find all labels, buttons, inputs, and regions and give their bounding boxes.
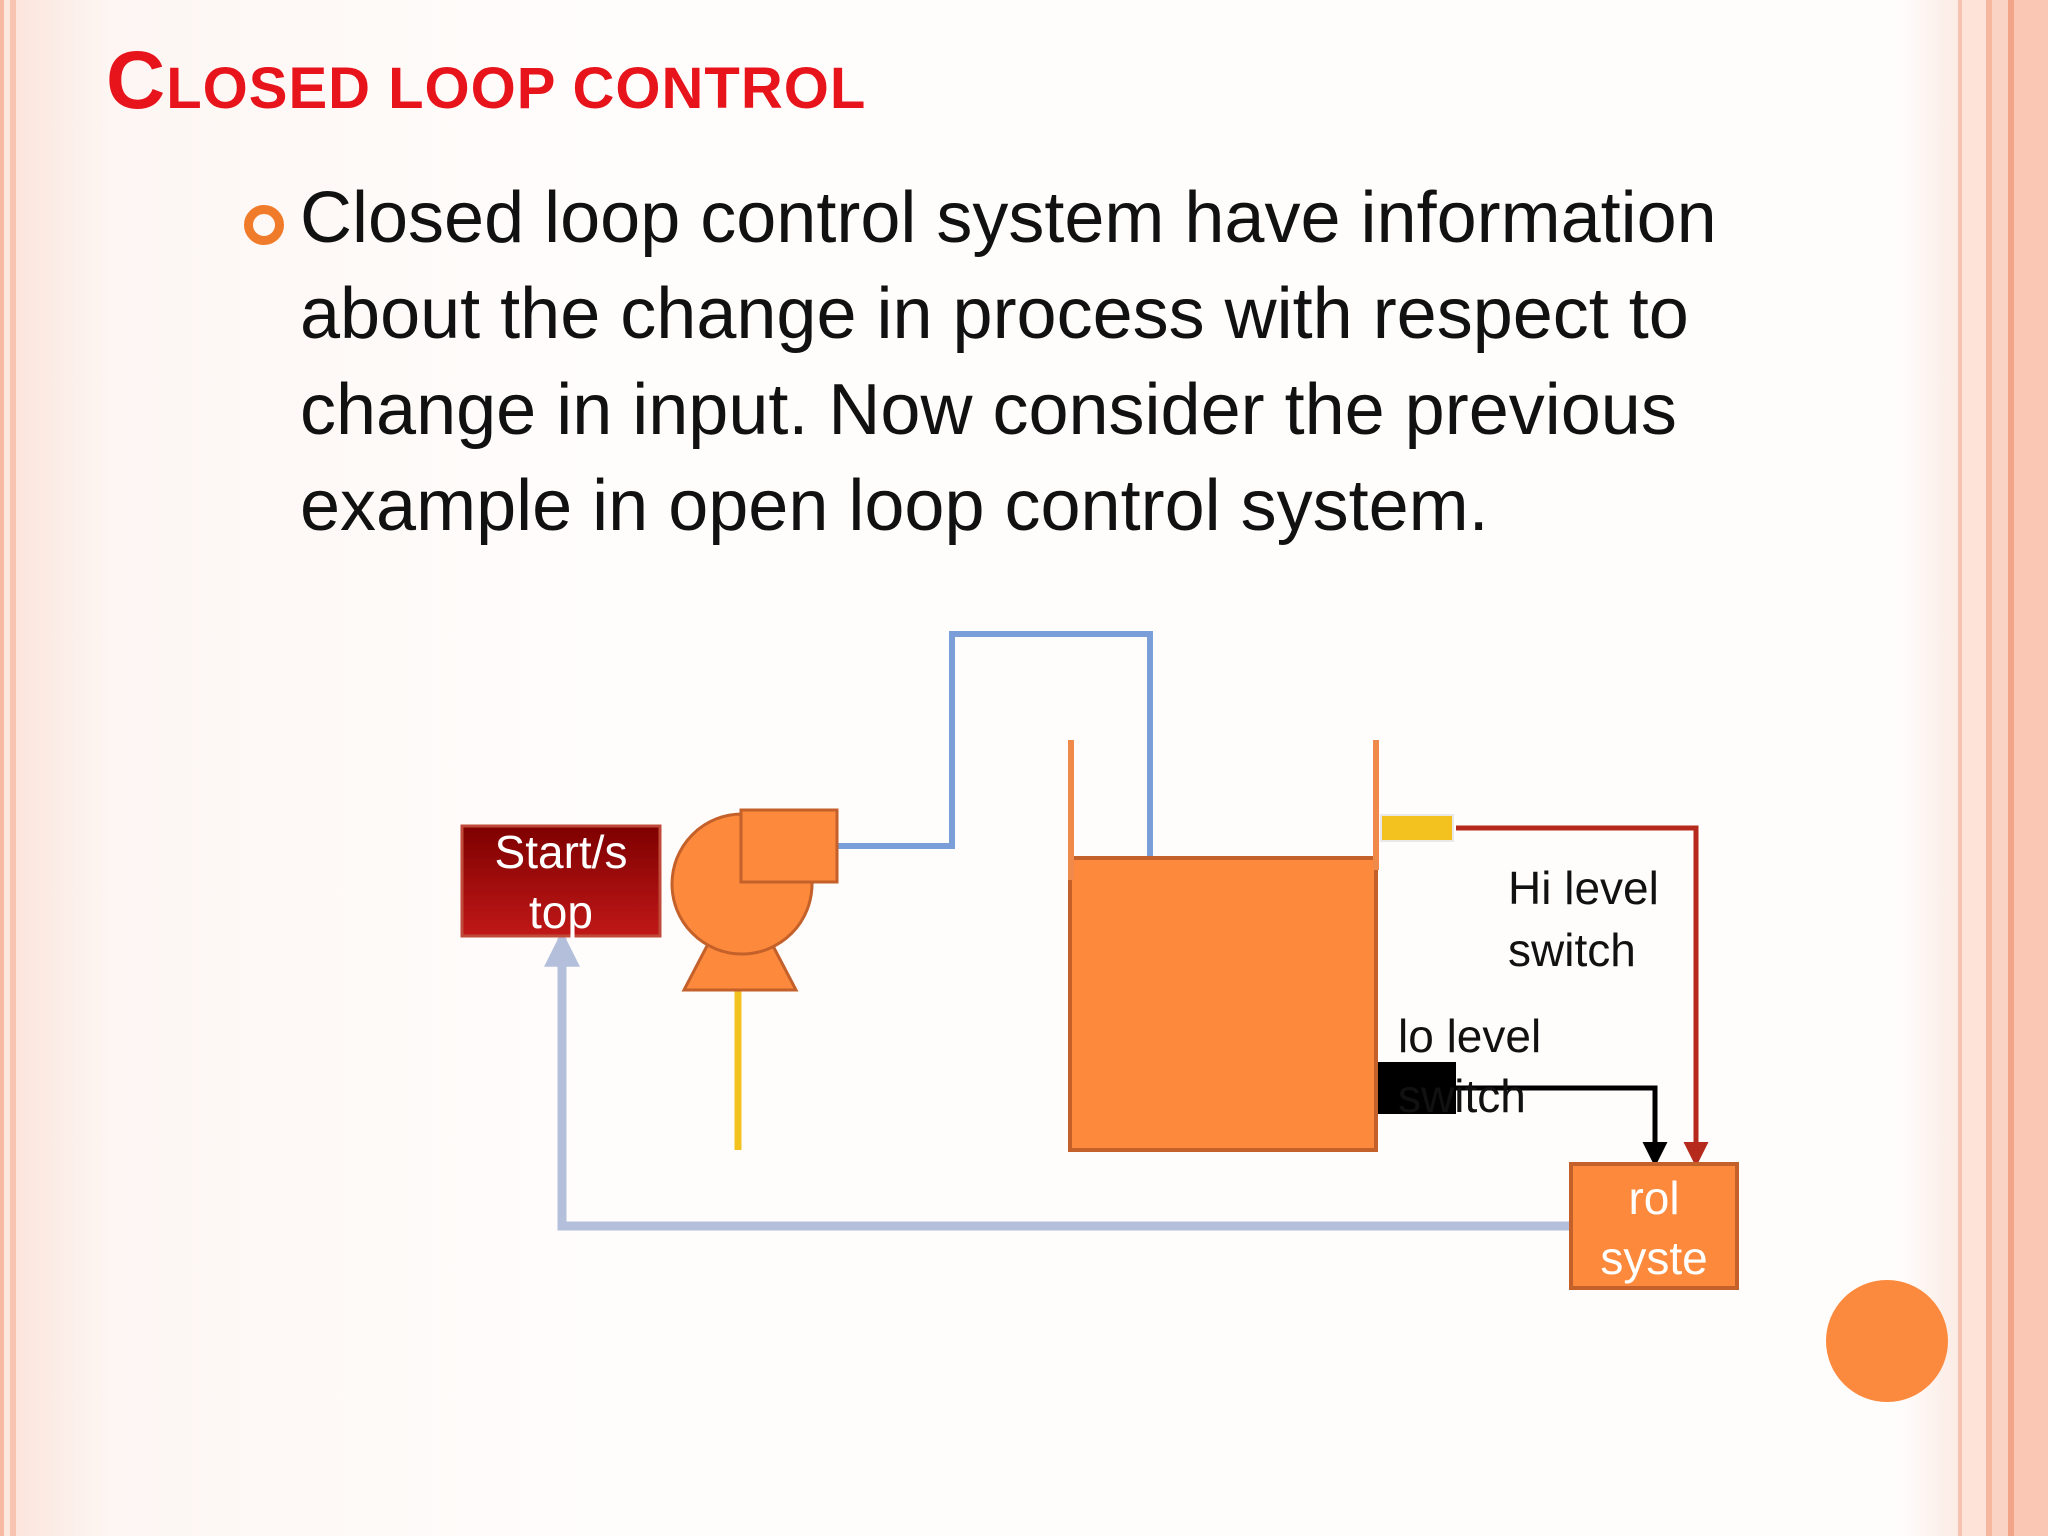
decorative-orange-circle: [1826, 1280, 1948, 1402]
control-system-box: [1569, 1162, 1739, 1290]
lo-level-label-1: lo level: [1398, 1010, 1541, 1062]
feedback-signal-line: [544, 930, 1570, 1231]
lo-level-signal-line: [1456, 1085, 1668, 1167]
bullet-circle-icon: [244, 205, 284, 245]
tank: [1068, 856, 1378, 1152]
start-stop-label-2: top: [529, 886, 593, 938]
left-decorative-border: [0, 0, 16, 1536]
start-stop-box: [460, 824, 662, 938]
hi-level-signal-line: [1456, 825, 1709, 1167]
pump-icon: [670, 808, 839, 992]
hi-level-label-2: switch: [1508, 924, 1636, 976]
control-label-1: rol: [1628, 1172, 1679, 1224]
right-decorative-border: [1958, 0, 2048, 1536]
start-stop-label-1: Start/s: [495, 826, 628, 878]
hi-level-switch-sensor: [1380, 814, 1454, 842]
lo-level-switch-sensor: [1378, 1062, 1456, 1114]
hi-level-label-1: Hi level: [1508, 862, 1659, 914]
bullet-text: Closed loop control system have informat…: [300, 178, 1717, 546]
control-label-2: syste: [1600, 1232, 1707, 1284]
title-rest: LOSED LOOP CONTROL: [166, 56, 867, 121]
slide-title: CLOSED LOOP CONTROL: [106, 34, 866, 128]
supply-pipe: [838, 631, 1153, 882]
lo-level-label-2: switch: [1398, 1070, 1526, 1122]
title-first-letter: C: [106, 35, 167, 126]
